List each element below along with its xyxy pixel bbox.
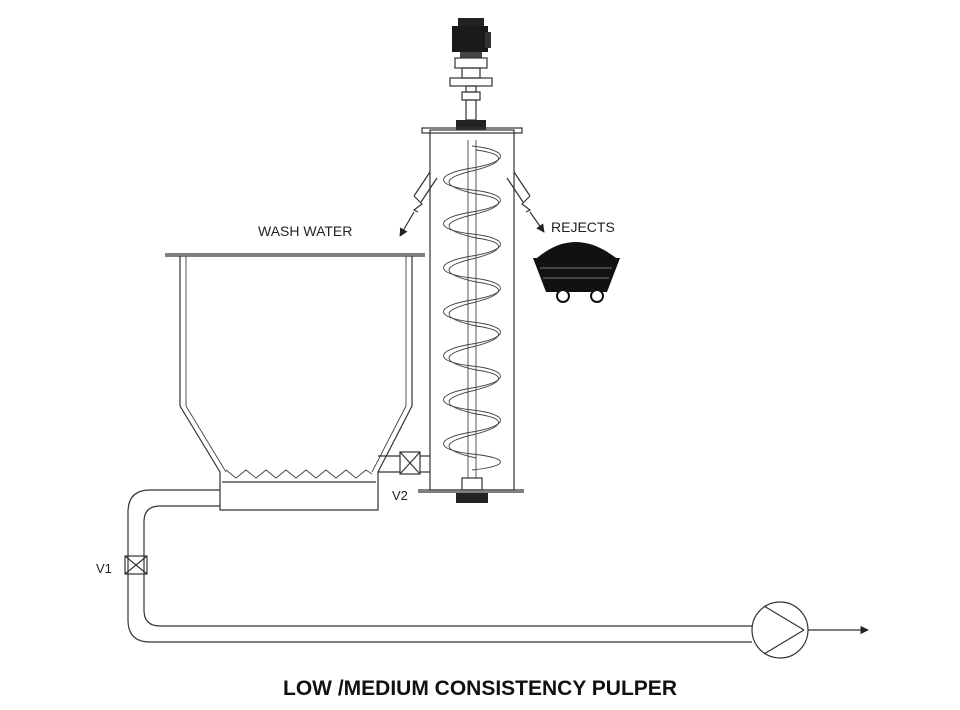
rejects-label: REJECTS [551, 219, 615, 235]
v2-line [378, 455, 430, 473]
valve-icon [399, 451, 421, 475]
reject-cart-icon [533, 242, 620, 303]
wash-water-label: WASH WATER [258, 223, 352, 239]
motor-icon [449, 18, 493, 130]
wash-water-chute [399, 171, 438, 237]
v1-label: V1 [96, 561, 112, 576]
outlet-pipe [127, 489, 752, 643]
v2-label: V2 [392, 488, 408, 503]
diagram-title: LOW /MEDIUM CONSISTENCY PULPER [283, 677, 677, 700]
rejects-chute [506, 171, 545, 233]
screw-conveyor-icon [418, 127, 524, 503]
valve-icon [124, 555, 148, 575]
pulper-tank [165, 253, 425, 511]
pump-icon [751, 601, 809, 659]
